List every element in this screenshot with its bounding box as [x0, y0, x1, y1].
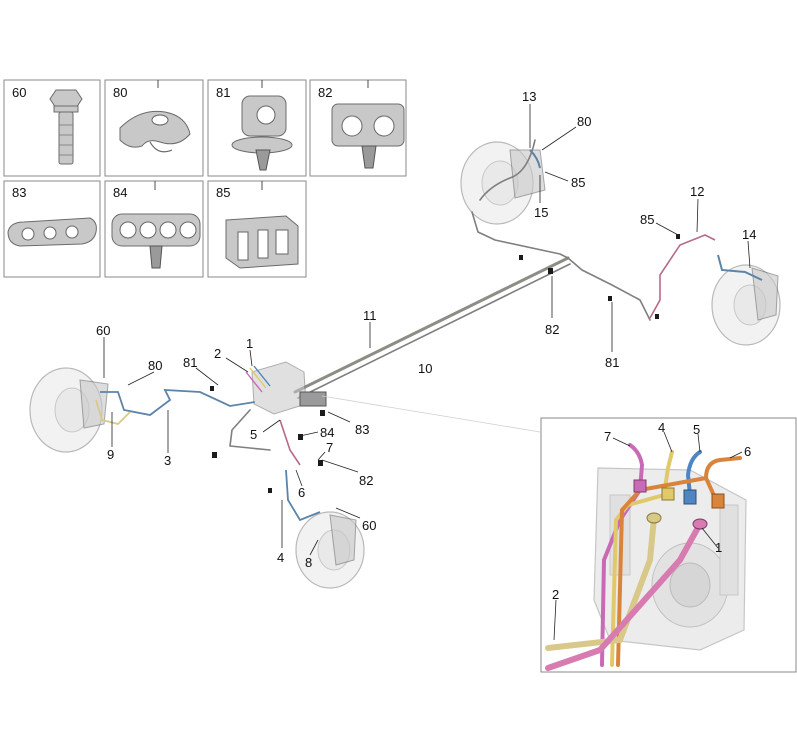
- callout-4: 4: [277, 550, 284, 565]
- abs-unit-icon: [245, 361, 327, 415]
- callout-6: 6: [298, 485, 305, 500]
- main-brake-lines: [95, 139, 763, 522]
- detail-callout-1: 1: [715, 540, 722, 555]
- legend-box-85: 85: [207, 180, 307, 278]
- callout-10: 10: [418, 361, 432, 376]
- legend-box-80: 80: [104, 79, 204, 177]
- callout-7: 7: [326, 440, 333, 455]
- legend-label-83: 83: [12, 185, 26, 200]
- leader-lines: [103, 104, 751, 556]
- pipe-holder-icon: [111, 213, 201, 269]
- push-clip-icon: [231, 95, 293, 171]
- legend-box-81: 81: [207, 79, 307, 177]
- callout-13: 13: [522, 89, 536, 104]
- double-clip-icon: [331, 103, 405, 169]
- detail-callout-6: 6: [744, 444, 751, 459]
- brake-disc-icon: [460, 141, 546, 225]
- callout-82: 82: [359, 473, 373, 488]
- detail-callout-4: 4: [658, 420, 665, 435]
- bracket-icon: [225, 215, 299, 269]
- detail-callout-7: 7: [604, 429, 611, 444]
- callout-80: 80: [148, 358, 162, 373]
- callout-15: 15: [534, 205, 548, 220]
- callout-60: 60: [362, 518, 376, 533]
- callout-14: 14: [742, 227, 756, 242]
- callout-1: 1: [246, 336, 253, 351]
- legend-box-84: 84: [104, 180, 204, 278]
- legend-label-60: 60: [12, 85, 26, 100]
- callout-80: 80: [577, 114, 591, 129]
- clip-icon: [119, 110, 191, 153]
- detail-callout-2: 2: [552, 587, 559, 602]
- triple-holder-icon: [7, 217, 97, 247]
- legend-box-83: 83: [3, 180, 101, 278]
- callout-9: 9: [107, 447, 114, 462]
- callout-8: 8: [305, 555, 312, 570]
- callout-81: 81: [605, 355, 619, 370]
- legend-label-81: 81: [216, 85, 230, 100]
- legend-label-80: 80: [113, 85, 127, 100]
- callout-84: 84: [320, 425, 334, 440]
- abs-detail-inset: 7 4 5 6 1 2: [540, 417, 797, 673]
- brake-disc-icon: [295, 511, 365, 589]
- callout-60: 60: [96, 323, 110, 338]
- legend-box-82: 82: [309, 79, 407, 177]
- callout-83: 83: [355, 422, 369, 437]
- legend-label-85: 85: [216, 185, 230, 200]
- callout-11: 11: [363, 308, 377, 323]
- brake-disc-icon: [29, 367, 109, 453]
- legend-label-82: 82: [318, 85, 332, 100]
- callout-2: 2: [214, 346, 221, 361]
- callout-labels: 13 80 85 15 12 85 14 82 81 11 10 60 80 8…: [96, 89, 756, 570]
- bolt-icon: [49, 89, 83, 165]
- callout-5: 5: [250, 427, 257, 442]
- line-clips: [210, 234, 680, 493]
- legend-tick-lines: [154, 80, 369, 190]
- detail-callout-5: 5: [693, 422, 700, 437]
- callout-12: 12: [690, 184, 704, 199]
- callout-85: 85: [640, 212, 654, 227]
- brake-disc-icon: [711, 264, 781, 346]
- callout-3: 3: [164, 453, 171, 468]
- legend-box-60: 60: [3, 79, 101, 177]
- callout-81: 81: [183, 355, 197, 370]
- callout-82: 82: [545, 322, 559, 337]
- legend-label-84: 84: [113, 185, 127, 200]
- callout-85: 85: [571, 175, 585, 190]
